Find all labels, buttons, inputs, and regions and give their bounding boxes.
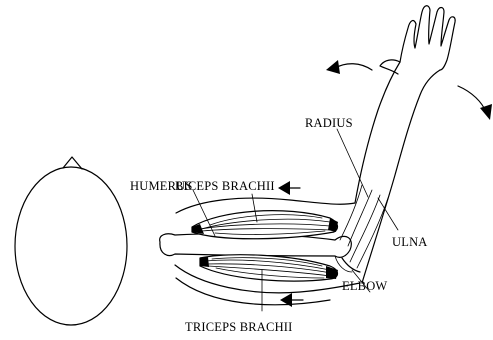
rotation-arrow-right-icon	[458, 86, 492, 120]
label-radius: RADIUS	[305, 116, 353, 130]
head-outline	[15, 157, 127, 325]
label-ulna: ULNA	[392, 235, 428, 249]
label-elbow: ELBOW	[342, 279, 387, 293]
rotation-arrow-left-icon	[326, 60, 372, 74]
label-humerus: HUMERUS	[130, 179, 193, 193]
hand-outline	[380, 6, 455, 74]
label-triceps-brachii: TRICEPS BRACHII	[185, 320, 293, 334]
biceps-contraction-arrow-icon	[278, 181, 300, 195]
triceps-muscle	[200, 255, 338, 281]
